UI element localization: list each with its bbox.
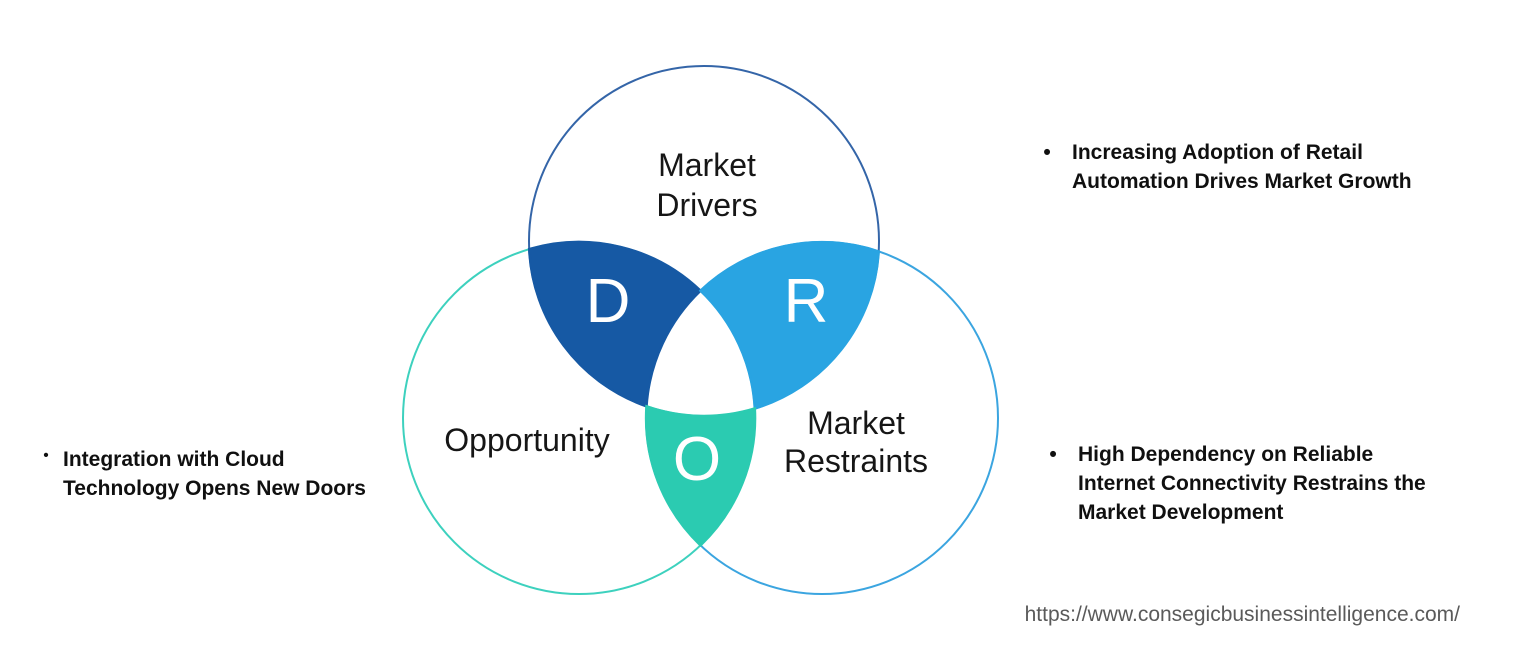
restraint-annotation-line1: High Dependency on Reliable xyxy=(1078,443,1374,466)
restraint-annotation: • High Dependency on Reliable Internet C… xyxy=(1046,440,1426,527)
drivers-letter: D xyxy=(585,267,631,336)
restraint-annotation-line2: Internet Connectivity Restrains the xyxy=(1078,472,1426,495)
bullet-icon: • xyxy=(1049,443,1057,466)
drivers-intersection-petal xyxy=(527,240,703,409)
source-url: https://www.consegicbusinessintelligence… xyxy=(1024,603,1460,626)
opportunity-annotation: • Integration with Cloud Technology Open… xyxy=(42,445,366,503)
drivers-label-line2: Drivers xyxy=(656,187,758,223)
opportunity-letter: O xyxy=(672,425,722,494)
restraints-label: Market Restraints xyxy=(756,404,956,480)
restraints-letter: R xyxy=(783,267,829,336)
driver-annotation-line1: Increasing Adoption of Retail xyxy=(1072,141,1363,164)
restraint-annotation-text: High Dependency on Reliable Internet Con… xyxy=(1078,440,1426,527)
bullet-icon: • xyxy=(43,447,49,464)
opportunity-annotation-line1: Integration with Cloud xyxy=(63,448,285,471)
opportunity-annotation-text: Integration with Cloud Technology Opens … xyxy=(63,445,366,503)
drivers-label-line1: Market xyxy=(658,147,756,183)
driver-annotation: • Increasing Adoption of Retail Automati… xyxy=(1040,138,1412,196)
restraints-label-line2: Restraints xyxy=(783,443,929,479)
bullet-icon: • xyxy=(1043,141,1051,164)
drivers-label: Market Drivers xyxy=(607,145,807,225)
opportunity-annotation-line2: Technology Opens New Doors xyxy=(63,477,366,500)
opportunity-label: Opportunity xyxy=(444,422,610,458)
restraints-intersection-petal xyxy=(698,240,881,411)
driver-annotation-line2: Automation Drives Market Growth xyxy=(1072,170,1412,193)
restraint-annotation-line3: Market Development xyxy=(1078,501,1284,524)
restraints-label-line1: Market xyxy=(807,405,905,441)
driver-annotation-text: Increasing Adoption of Retail Automation… xyxy=(1072,138,1412,196)
opportunity-intersection-petal xyxy=(644,404,757,548)
